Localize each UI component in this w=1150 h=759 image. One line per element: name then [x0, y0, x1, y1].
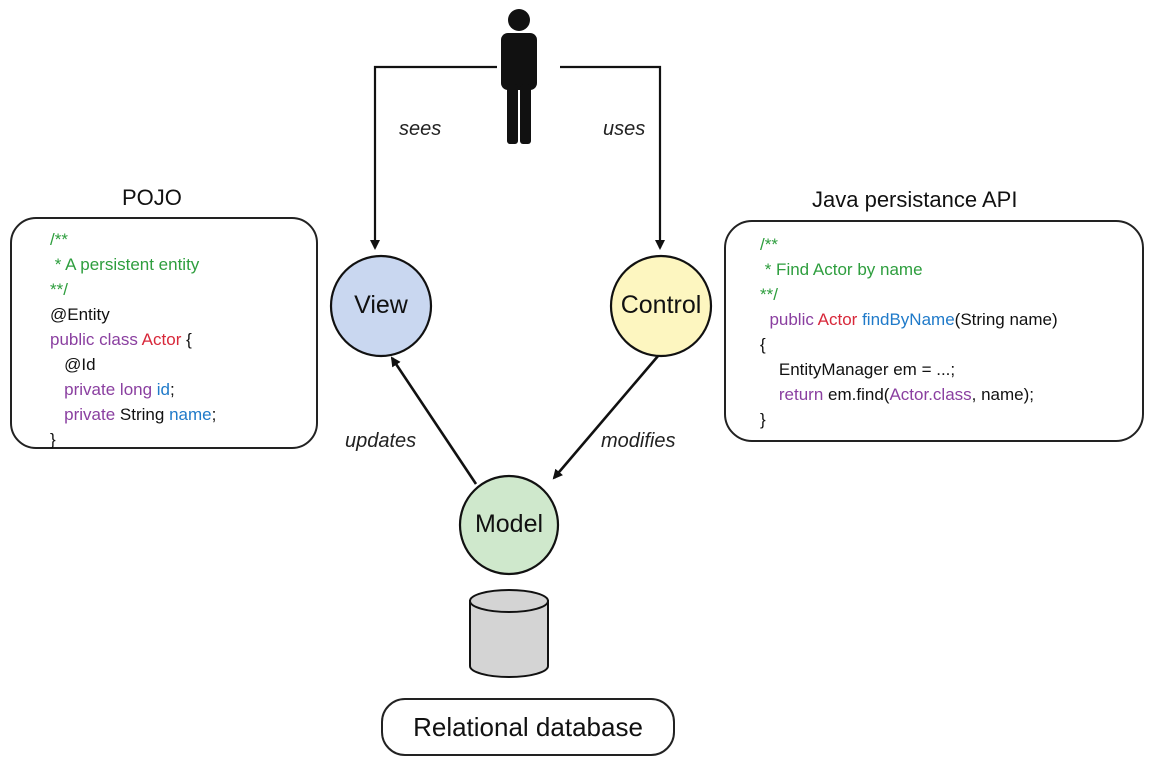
code-token: public class	[50, 330, 142, 349]
code-line: /**	[50, 227, 316, 252]
edge-label-uses: uses	[603, 118, 646, 140]
code-line: EntityManager em = ...;	[760, 357, 1142, 382]
pojo-code: /** * A persistent entity **/ @Entity publi…	[50, 227, 316, 452]
code-line: * Find Actor by name	[760, 257, 1142, 282]
code-line: @Entity	[50, 302, 316, 327]
code-token: {	[760, 335, 766, 354]
code-line: private long id;	[50, 377, 316, 402]
code-token: name	[169, 405, 212, 424]
code-token: ;	[211, 405, 217, 424]
code-line: * A persistent entity	[50, 252, 316, 277]
code-token: Actor	[141, 330, 182, 349]
code-token: @Id	[50, 355, 96, 374]
code-token: ;	[170, 380, 175, 399]
code-token: **/	[760, 285, 778, 304]
code-token: public	[760, 310, 818, 329]
edge-label-modifies: modifies	[601, 430, 676, 452]
code-token: EntityManager em = ...;	[760, 360, 956, 379]
code-token: * A persistent entity	[50, 255, 200, 274]
code-line: }	[760, 407, 1142, 432]
code-token: id	[156, 380, 171, 399]
database-label: Relational database	[381, 698, 675, 756]
code-token: , name);	[971, 385, 1035, 404]
code-line: private String name;	[50, 402, 316, 427]
code-token: }	[760, 410, 766, 429]
pojo-code-box: /** * A persistent entity **/ @Entity publi…	[10, 217, 318, 449]
code-line: **/	[760, 282, 1142, 307]
code-token: **/	[50, 280, 68, 299]
code-token: /**	[760, 235, 778, 254]
code-line: }	[50, 427, 316, 452]
edge-uses	[560, 65, 665, 250]
code-line: public class Actor {	[50, 327, 316, 352]
code-token: findByName	[862, 310, 955, 329]
code-token: (String name)	[954, 310, 1058, 329]
view-node	[329, 254, 433, 358]
jpa-title: Java persistance API	[812, 187, 1018, 212]
jpa-code: /** * Find Actor by name **/ public Actor…	[760, 232, 1142, 432]
code-line: /**	[760, 232, 1142, 257]
code-token: }	[50, 430, 56, 449]
code-token: Actor.class	[889, 385, 972, 404]
code-line: @Id	[50, 352, 316, 377]
view-label: View	[354, 291, 408, 319]
code-token: {	[181, 330, 192, 349]
code-token: String	[119, 405, 170, 424]
control-node	[609, 254, 713, 358]
edge-sees	[370, 65, 497, 250]
edge-label-updates: updates	[345, 430, 417, 452]
model-node	[458, 474, 560, 576]
code-line: {	[760, 332, 1142, 357]
edge-modifies	[552, 355, 659, 480]
code-token: * Find Actor by name	[760, 260, 923, 279]
code-token: em.find(	[828, 385, 890, 404]
code-line: public Actor findByName(String name)	[760, 307, 1142, 332]
code-token: Actor	[817, 310, 863, 329]
code-token: @Entity	[50, 305, 110, 324]
code-line: **/	[50, 277, 316, 302]
model-label: Model	[474, 510, 544, 538]
cylinder-database-icon	[469, 589, 549, 678]
code-token: return	[760, 385, 829, 404]
control-label: Control	[620, 291, 702, 319]
code-token: private long	[50, 380, 157, 399]
person-icon	[501, 9, 537, 144]
pojo-title: POJO	[122, 185, 182, 210]
code-token: private	[50, 405, 120, 424]
code-line: return em.find(Actor.class, name);	[760, 382, 1142, 407]
code-token: /**	[50, 230, 68, 249]
edge-updates	[390, 356, 478, 485]
jpa-code-box: /** * Find Actor by name **/ public Actor…	[724, 220, 1144, 442]
edge-label-sees: sees	[399, 118, 442, 140]
